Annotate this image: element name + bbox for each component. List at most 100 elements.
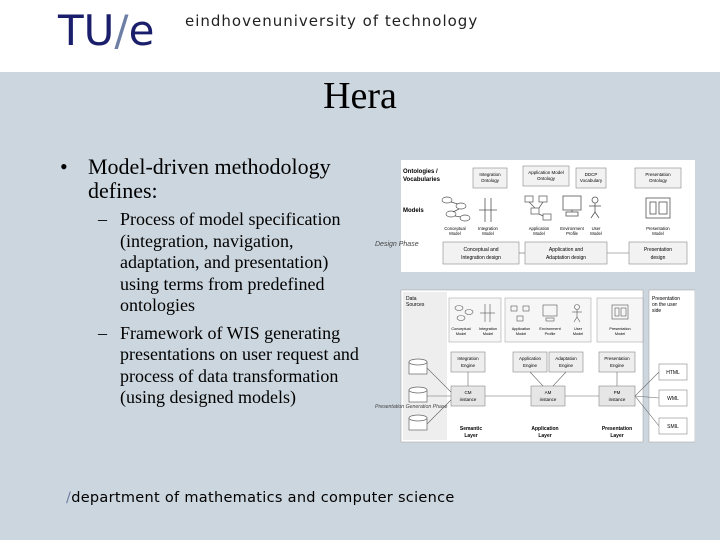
ontologies-label-1: Ontologies / [403,169,438,175]
instance-label: instance [460,397,477,402]
runtime-application-graph-icon [510,305,530,322]
slide-title: Hera [323,75,397,117]
runtime-integration-icon [480,304,495,322]
engine-label: Engine [610,363,625,368]
runtime-model-label: Conceptual [451,327,470,331]
main-bullet-text: Model-driven methodology defines: [88,154,331,203]
instance-boxes [450,385,636,407]
engine-label: Application [519,356,542,361]
ontology-box [522,165,570,187]
instance-label: instance [540,397,557,402]
design-box-label: design [651,255,666,261]
user-model-person-icon [589,196,601,219]
format-label: WML [667,396,679,402]
generation-phase-label: Presentation Generation Phase [375,404,447,410]
instance-label: CM [465,390,472,395]
footer-slash: / [66,490,72,506]
runtime-presentation-icon [611,304,629,320]
model-label: Profile [566,231,579,236]
runtime-model-label: Application [512,327,531,331]
presentation-model-icon [645,197,671,219]
hera-architecture-diagram: Ontologies / Vocabularies Integration On… [375,160,695,443]
format-label: HTML [666,370,680,376]
ontology-box [472,167,508,189]
format-label: SMIL [667,424,679,430]
layer-label: Layer [538,433,551,439]
runtime-monitor-icon [542,304,558,322]
ontology-box-label: Presentation [645,172,671,177]
engine-label: Adaptation [555,356,577,361]
layer-label: Presentation [602,426,632,432]
footer: /department of mathematics and computer … [66,490,455,506]
ontology-box-label: Vocabulary [580,178,603,183]
bullet-list: • Model-driven methodology defines: –Proc… [60,155,370,409]
engine-label: Engine [461,363,476,368]
layer-label: Semantic [460,426,482,432]
conceptual-model-graph-icon [441,196,471,222]
model-label: Presentation [646,226,670,231]
model-label: Model [449,231,460,236]
design-box-label: Integration design [461,255,501,261]
format-boxes [658,363,688,435]
logo-e: e [128,6,155,55]
runtime-model-boxes [448,297,644,343]
logo-tu: TU [58,6,115,55]
environment-profile-monitor-icon [562,195,582,217]
header: TU/e eindhovenuniversity of technology [0,0,720,72]
model-label: Application [529,226,550,231]
runtime-conceptual-graph-icon [454,305,474,321]
instance-label: instance [609,397,626,402]
design-box-label: Adaptation design [546,255,586,261]
design-box-label: Application and [549,247,583,253]
ontology-box-label: Ontology [481,178,500,183]
model-label: Integration [478,226,498,231]
ontology-box-label: DDCP [585,172,598,177]
runtime-model-label: Model [615,332,625,336]
model-label: Model [533,231,544,236]
design-box-label: Conceptual and [463,247,498,253]
runtime-model-label: Model [516,332,526,336]
engine-label: Presentation [604,356,630,361]
design-box-label: Presentation [644,247,672,253]
sub-bullet: –Framework of WIS generating presentatio… [60,323,370,409]
sub-bullet-dash: – [98,209,107,229]
data-sources-label: Sources [406,302,425,308]
runtime-model-label: Integration [479,327,497,331]
engine-label: Integration [457,356,479,361]
bullet-dot: • [60,154,68,179]
sub-bullet-dash: – [98,322,107,343]
ontology-box-label: Ontology [537,176,556,181]
presentation-side-label: on the user [652,302,677,308]
runtime-user-icon [572,304,582,323]
model-label: Conceptual [444,226,465,231]
runtime-model-label: Model [483,332,493,336]
main-bullet: • Model-driven methodology defines: [60,155,370,203]
runtime-model-label: Model [573,332,583,336]
model-label: Model [590,231,601,236]
ontology-box-label: Ontology [649,178,668,183]
model-label: Model [482,231,493,236]
footer-text: department of mathematics and computer s… [71,490,455,506]
tue-logo: TU/e [58,6,154,55]
layer-label: Layer [610,433,623,439]
presentation-side-label: side [652,308,661,314]
ontology-box-label: Application Model [528,170,564,175]
runtime-model-label: User [574,327,583,331]
instance-label: AM [545,390,552,395]
ontology-box [634,167,682,189]
runtime-arrows [426,367,660,427]
runtime-model-label: Profile [545,332,556,336]
runtime-model-label: Environment [539,327,561,331]
runtime-model-label: Presentation [609,327,630,331]
models-label: Models [403,208,424,214]
ontologies-label-2: Vocabularies [403,177,441,183]
presentation-side-label: Presentation [652,296,680,302]
logo-slash: / [114,6,129,55]
sub-bullet: –Process of model specification (integra… [60,209,370,317]
ontology-box [575,167,607,189]
integration-model-icon [479,198,497,222]
engine-boxes [450,351,636,373]
model-label: Model [652,231,663,236]
application-model-graph-icon [524,195,552,221]
instance-label: PM [614,390,621,395]
